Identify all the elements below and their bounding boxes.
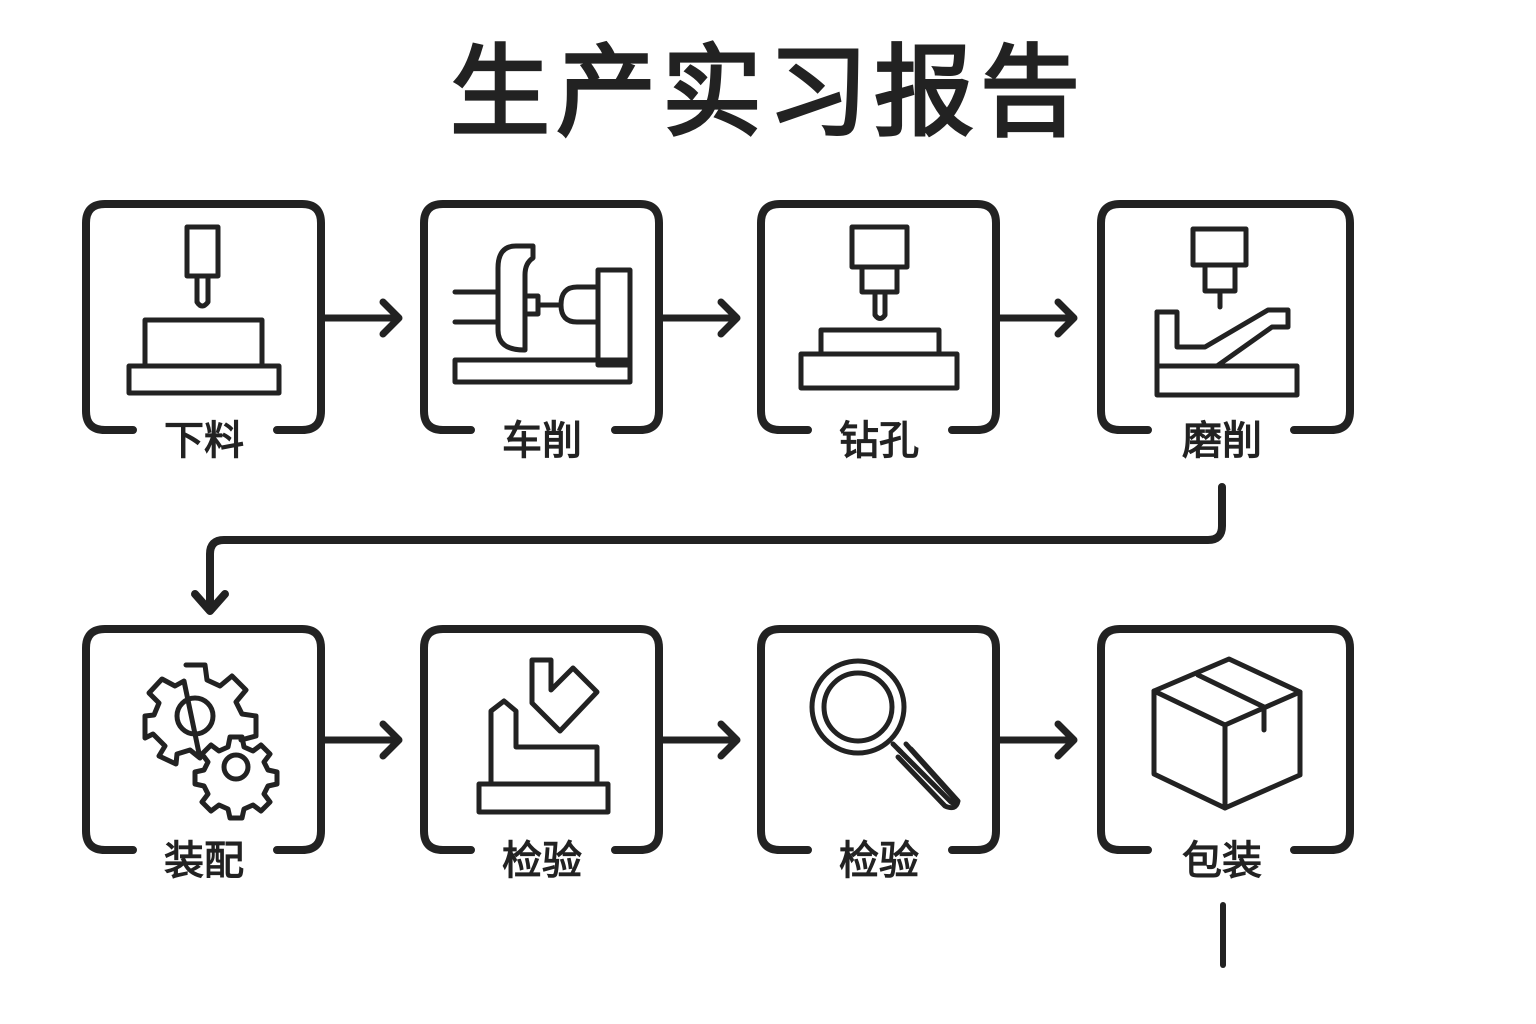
step-label-8: 包装 <box>1182 838 1262 884</box>
step-frame-1 <box>82 200 325 434</box>
arrow-1-2 <box>319 298 403 338</box>
arrow-5-6 <box>319 720 403 760</box>
cutting-machine-icon <box>126 224 282 396</box>
grinding-machine-icon <box>1154 226 1300 398</box>
step-label-1: 下料 <box>164 418 244 464</box>
arrow-6-7 <box>657 720 741 760</box>
bending-fixture-icon <box>476 657 611 815</box>
step-frame-8 <box>1097 625 1354 854</box>
step-frame-4 <box>1097 200 1354 434</box>
step-frame-5 <box>82 625 325 854</box>
step-frame-6 <box>420 625 663 854</box>
step-label-4: 磨削 <box>1182 418 1262 464</box>
page-title: 生产实习报告 <box>450 34 1086 151</box>
step-frame-2 <box>420 200 663 434</box>
step-label-2: 车削 <box>502 418 582 464</box>
arrow-4-5 <box>191 483 1226 615</box>
arrow-2-3 <box>657 298 741 338</box>
gears-icon <box>142 662 280 821</box>
lathe-icon <box>452 243 633 385</box>
magnifier-icon <box>809 658 961 811</box>
step-label-5: 装配 <box>164 838 244 884</box>
step-label-7: 检验 <box>839 838 919 884</box>
step-label-3: 钻孔 <box>839 418 919 464</box>
box-icon <box>1151 656 1303 811</box>
step-label-6: 检验 <box>502 838 582 884</box>
drill-press-icon <box>798 224 960 391</box>
step-frame-7 <box>757 625 1000 854</box>
step-frame-3 <box>757 200 1000 434</box>
arrow-7-8 <box>994 720 1078 760</box>
arrow-3-4 <box>994 298 1078 338</box>
